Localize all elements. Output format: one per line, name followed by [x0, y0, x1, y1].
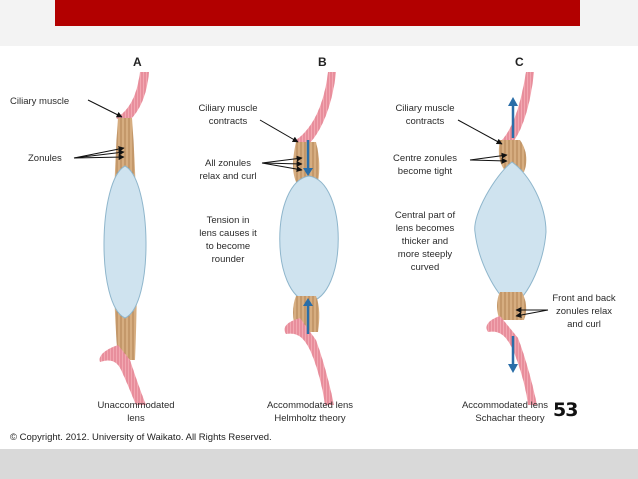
label-central-1: Central part of [395, 210, 456, 221]
panel-c: C Ciliary muscle contracts Centre zonule… [393, 55, 616, 424]
panel-b: B Ciliary muscle contracts All zonules r… [198, 55, 353, 424]
zonules-c-bottom [497, 292, 527, 320]
bottom-band [0, 449, 638, 479]
label-front-back-2: zonules relax [556, 306, 612, 317]
lens-b [279, 175, 339, 303]
copyright-text: © Copyright. 2012. University of Waikato… [10, 432, 272, 443]
label-ciliary-muscle-c: Ciliary muscle [395, 103, 454, 114]
ciliary-muscle-c-top [502, 72, 534, 148]
ciliary-muscle-b-bottom [284, 318, 334, 405]
panel-c-letter: C [515, 55, 524, 69]
caption-b-line1: Accommodated lens [267, 400, 353, 411]
label-central-3: thicker and [402, 236, 448, 247]
ciliary-muscle-a-bottom [99, 345, 146, 405]
ciliary-muscle-b-top [296, 72, 336, 150]
label-all-zonules-b: All zonules [205, 158, 251, 169]
label-central-5: curved [411, 262, 440, 273]
label-zonules-a: Zonules [28, 153, 62, 164]
arrow-c-top-head [508, 97, 518, 106]
caption-c-line2: Schachar theory [475, 413, 544, 424]
caption-a-line1: Unaccommodated [97, 400, 174, 411]
arrow-b-bottom-head [303, 298, 313, 306]
panel-b-letter: B [318, 55, 327, 69]
label-front-back-1: Front and back [552, 293, 616, 304]
label-centre-zonules: Centre zonules [393, 153, 457, 164]
label-tension-1: Tension in [207, 215, 250, 226]
caption-b-line2: Helmholtz theory [274, 413, 346, 424]
label-contracts-b: contracts [209, 116, 248, 127]
label-tension-3: to become [206, 241, 250, 252]
label-ciliary-muscle-a: Ciliary muscle [10, 96, 69, 107]
label-ciliary-muscle-b: Ciliary muscle [198, 103, 257, 114]
panel-a-letter: A [133, 55, 142, 69]
title-bar [55, 0, 580, 26]
label-contracts-c: contracts [406, 116, 445, 127]
arrow-b-top-head [303, 168, 313, 176]
zonules-c-top [498, 140, 527, 172]
label-relax-curl-b: relax and curl [199, 171, 256, 182]
lens-c [474, 161, 547, 307]
label-tension-4: rounder [212, 254, 245, 265]
zonules-b-top [293, 142, 320, 182]
caption-a-line2: lens [127, 413, 145, 424]
arrow-c-bottom-head [508, 364, 518, 373]
ciliary-muscle-c-bottom [486, 316, 537, 405]
caption-c-line1: Accommodated lens [462, 400, 548, 411]
lens-a [103, 165, 147, 319]
ciliary-muscle-a-top [116, 72, 149, 124]
label-central-4: more steeply [398, 249, 453, 260]
label-tension-2: lens causes it [199, 228, 257, 239]
label-become-tight: become tight [398, 166, 453, 177]
label-central-2: lens becomes [396, 223, 455, 234]
slide-number: 53 [553, 399, 578, 421]
label-front-back-3: and curl [567, 319, 601, 330]
panel-a: A Ciliary muscle Zonules Unaccommodated … [10, 55, 175, 424]
